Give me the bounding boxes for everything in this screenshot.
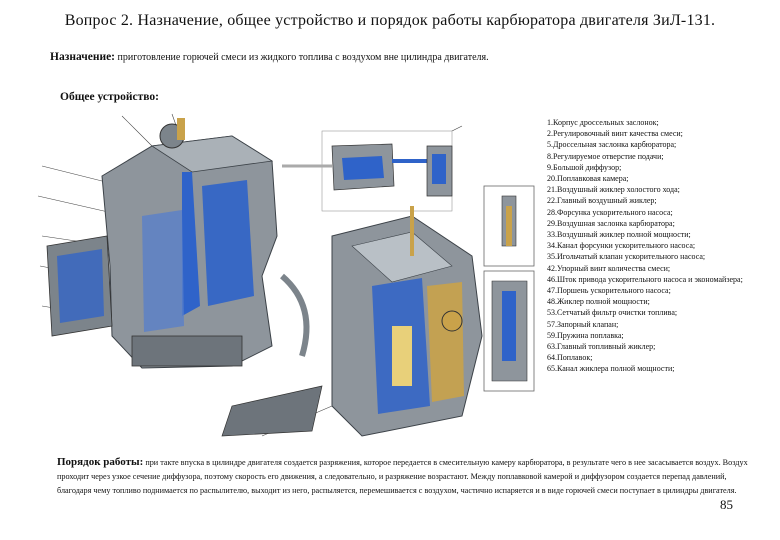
parts-list-item: 59.Пружина поплавка; [547, 330, 624, 340]
parts-list-item: 47.Поршень ускорительного насоса; [547, 286, 671, 296]
parts-list-item: 29.Воздушная заслонка карбюратора; [547, 218, 675, 228]
parts-list-item: 20.Поплавковая камера; [547, 174, 629, 184]
needle-valve-inset [483, 185, 535, 392]
purpose-label: Назначение: [50, 51, 116, 63]
parts-list-item: 42.Упорный винт количества смеси; [547, 263, 671, 273]
fuel-pump-section [282, 130, 453, 212]
parts-list-item: 2.Регулировочный винт качества смеси; [547, 129, 683, 139]
parts-list-item: 1.Корпус дроссельных заслонок; [547, 118, 659, 127]
parts-list-item: 9.Большой диффузор; [547, 162, 622, 172]
structure-heading: Общее устройство: [60, 91, 160, 103]
parts-list-item: 22.Главный воздушный жиклер; [547, 196, 657, 206]
operation-paragraph: Порядок работы: при такте впуска в цилин… [57, 456, 755, 497]
purpose-text: приготовление горючей смеси из жидкого т… [117, 52, 489, 63]
parts-list-item: 33.Воздушный жиклер полной мощности; [547, 230, 691, 240]
parts-list-item: 5.Дроссельная заслонка карбюратора; [547, 140, 677, 150]
slide-title: Вопрос 2. Назначение, общее устройство и… [64, 12, 716, 29]
parts-list-item: 57.Запорный клапан; [547, 319, 619, 329]
parts-list: 1.Корпус дроссельных заслонок; 2.Регулиро… [547, 117, 779, 375]
parts-list-item: 64.Поплавок; [547, 353, 593, 363]
parts-list-item: 48.Жиклер полной мощности; [547, 297, 650, 307]
operation-text: при такте впуска в цилиндре двигателя со… [57, 458, 748, 495]
lower-carburetor-body [221, 206, 483, 437]
purpose-paragraph: Назначение: приготовление горючей смеси … [50, 50, 770, 65]
parts-list-item: 46.Шток привода ускорительного насоса и … [547, 274, 743, 284]
page-number: 85 [720, 497, 733, 512]
parts-list-item: 8.Регулируемое отверстие подачи; [547, 151, 664, 161]
parts-list-item: 21.Воздушный жиклер холостого хода; [547, 185, 680, 195]
parts-list-item: 34.Канал форсунки ускорительного насоса; [547, 241, 696, 251]
parts-list-item: 63.Главный топливный жиклер; [547, 342, 656, 352]
parts-list-item: 28.Форсунка ускорительного насоса; [547, 207, 673, 217]
carburetor-illustration [32, 106, 544, 452]
parts-list-item: 35.Игольчатый клапан ускорительного насо… [547, 252, 706, 262]
upper-carburetor-body [46, 118, 310, 369]
parts-list-item: 53.Сетчатый фильтр очистки топлива; [547, 308, 678, 318]
operation-label: Порядок работы: [57, 456, 144, 468]
parts-list-item: 65.Канал жиклера полной мощности; [547, 364, 675, 374]
